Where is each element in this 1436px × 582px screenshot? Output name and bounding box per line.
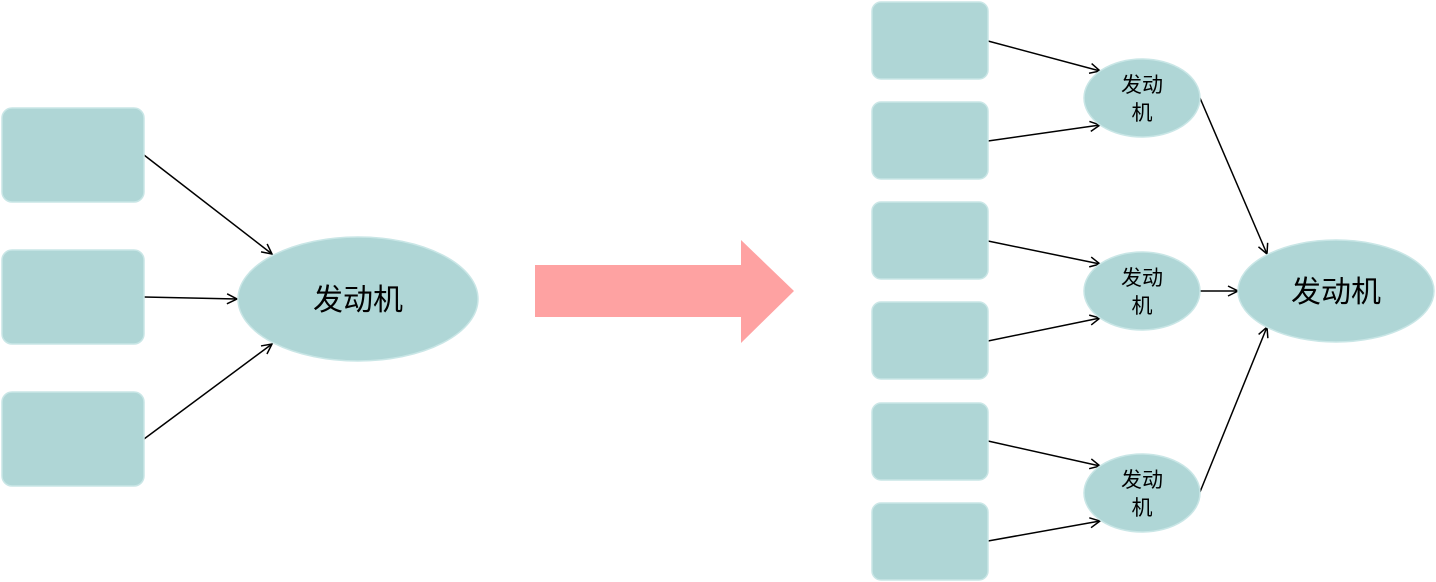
edge-sub-3-to-engine — [1199, 327, 1267, 493]
edge-input-2-to-engine — [143, 297, 237, 299]
edge-input-1-to-engine — [143, 154, 272, 254]
right-input-box-4 — [871, 301, 989, 380]
sub-engine-node-2 — [1083, 251, 1201, 331]
edge-r-input-4-to-sub-2 — [987, 318, 1100, 342]
edge-r-input-2-to-sub-1 — [987, 125, 1100, 142]
left-engine-node — [237, 236, 479, 362]
right-engine-label: 发动机 — [1291, 275, 1381, 310]
sub-engine-3-label-line2: 机 — [1132, 496, 1153, 520]
left-diagram: 发动机 — [1, 107, 479, 487]
right-input-box-1 — [871, 1, 989, 80]
left-input-box-3 — [1, 391, 145, 487]
left-engine-label: 发动机 — [313, 283, 403, 318]
right-input-box-6 — [871, 502, 989, 581]
sub-engine-1-label-line1: 发动 — [1121, 73, 1163, 97]
sub-engine-1-label-line2: 机 — [1132, 101, 1153, 125]
sub-engine-node-3 — [1083, 453, 1201, 533]
sub-engine-node-1 — [1083, 58, 1201, 138]
right-diagram: 发动 机 发动 机 发动 机 发动机 — [871, 1, 1435, 581]
right-arrow-icon — [535, 240, 794, 343]
right-input-box-3 — [871, 201, 989, 280]
right-input-box-2 — [871, 101, 989, 180]
left-input-box-1 — [1, 107, 145, 203]
sub-engine-3-label-line1: 发动 — [1121, 468, 1163, 492]
right-input-box-5 — [871, 402, 989, 481]
left-input-box-2 — [1, 249, 145, 345]
sub-engine-2-label-line2: 机 — [1132, 294, 1153, 318]
right-engine-node — [1237, 239, 1435, 343]
edge-r-input-6-to-sub-3 — [987, 521, 1100, 542]
sub-engine-2-label-line1: 发动 — [1121, 266, 1163, 290]
edge-sub-1-to-engine — [1199, 97, 1267, 254]
edge-input-3-to-engine — [143, 344, 272, 440]
edge-r-input-5-to-sub-3 — [987, 440, 1100, 466]
edge-r-input-1-to-sub-1 — [987, 40, 1100, 71]
edge-r-input-3-to-sub-2 — [987, 240, 1100, 264]
